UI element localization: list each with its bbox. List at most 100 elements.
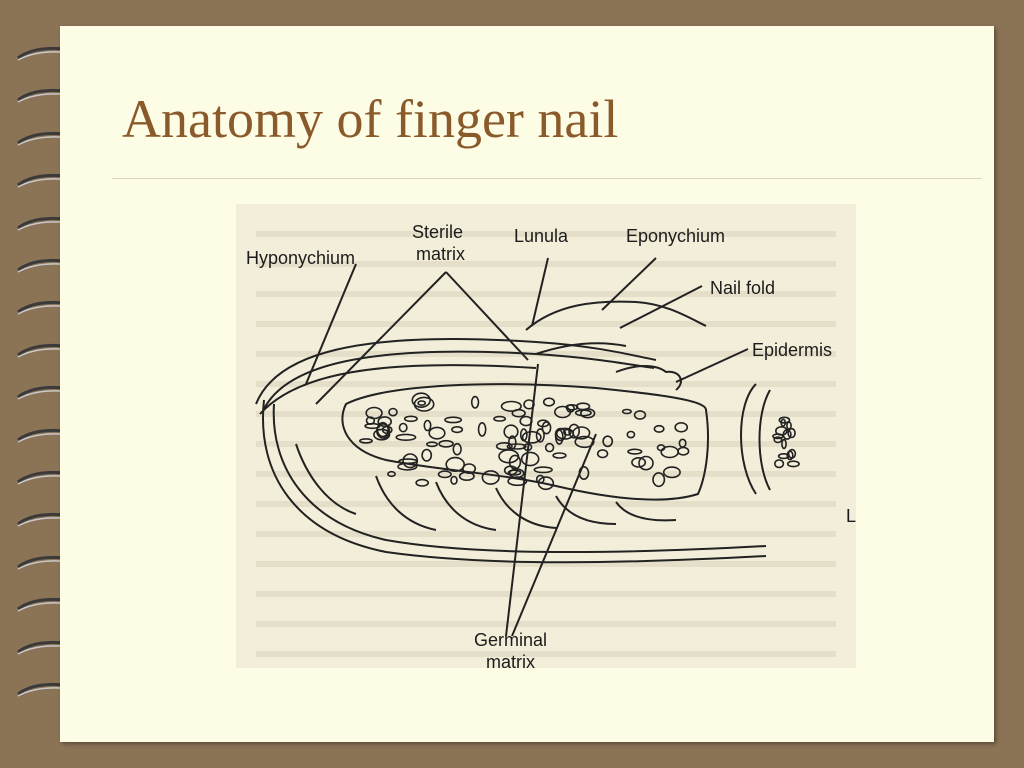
marrow-space [542,397,556,407]
marrow-space [574,409,592,417]
marrow-space [437,470,452,479]
marrow-space [450,475,458,485]
marrow-space [462,463,477,474]
marrow-space [377,416,392,428]
marrow-space [495,442,513,451]
marrow-space [373,428,391,441]
marrow-space [359,438,374,444]
marrow-space [574,435,595,449]
marrow-space [428,426,446,440]
nail-fold [525,300,707,331]
marrow-space [444,416,463,424]
marrow-space [626,430,636,439]
nail-plate-bottom [263,350,655,410]
marrow-space [415,478,430,487]
marrow-space [568,423,580,439]
marrow-space [674,422,689,433]
marrow-space [562,428,572,436]
marrow-space [523,443,533,452]
marrow-space [387,470,396,478]
marrow-space [773,436,783,444]
marrow-space [627,448,643,455]
marrow-space [572,426,591,440]
marrow-space [398,458,418,465]
marrow-space [578,465,590,480]
marrow-space [775,425,788,436]
epidermis-fold [615,365,682,391]
marrow-space [535,428,545,443]
marrow-space [477,421,487,437]
marrow-space [411,392,431,408]
marrow-space [507,476,528,487]
marrow-space [481,470,500,485]
marrow-space [533,466,553,474]
marrow-space [376,421,390,438]
marrow-space [423,419,432,432]
marrow-space [662,466,681,479]
slide-title: Anatomy of finger nail [122,89,619,149]
marrow-space [787,427,796,439]
label-epidermis: Epidermis [752,340,833,360]
marrow-spaces [359,392,800,491]
marrow-space [552,452,567,459]
marrow-space [493,415,507,422]
leader-nail-fold [619,285,703,329]
nail-plate-top [255,337,657,405]
leader-sterile-1 [315,271,447,405]
marrow-space [786,450,794,461]
marrow-space [554,405,572,419]
marrow-space [535,474,545,484]
label-sterile-matrix-1: Sterile [412,222,464,242]
leader-lunula [531,257,549,327]
marrow-space [451,426,464,434]
label-lunula: Lunula [514,226,569,246]
marrow-space [445,456,465,472]
marrow-space [388,407,398,417]
label-hyponychium: Hyponychium [246,248,356,268]
marrow-space [402,453,419,469]
label-sterile-matrix-2: matrix [416,244,465,264]
marrow-space [653,424,665,433]
leader-eponychium [601,257,657,311]
marrow-space [395,433,417,442]
dermis-outline [272,403,767,554]
marrow-space [596,449,609,459]
marrow-space [777,453,790,460]
marrow-space [417,400,427,406]
marrow-space [621,408,632,415]
leader-hyponychium [305,263,357,385]
marrow-space [398,422,408,433]
marrow-space [470,395,480,409]
label-eponychium: Eponychium [626,226,726,246]
marrow-space [638,455,654,471]
marrow-space [403,415,418,423]
label-nail-fold: Nail fold [710,278,776,298]
marrow-space [631,456,647,468]
marrow-space [786,421,792,430]
label-germinal-matrix-2: matrix [486,652,535,668]
marrow-space [580,408,596,419]
skin-outline [262,399,767,564]
marrow-space [498,449,520,464]
marrow-space [452,442,462,456]
marrow-space [781,438,787,450]
marrow-space [541,421,552,435]
marrow-space [521,430,542,444]
marrow-space [421,448,433,462]
marrow-space [633,410,647,420]
nail-anatomy-diagram [255,231,836,657]
slide-page: Anatomy of finger nail [60,26,994,742]
marrow-space [773,459,785,469]
marrow-space [511,408,526,418]
marrow-space [500,400,522,412]
nail-anatomy-figure: Hyponychium Sterile matrix Lunula Eponyc… [236,204,856,668]
marrow-space [677,446,690,456]
title-divider [112,178,982,179]
marrow-space [507,469,522,476]
marrow-space [503,424,519,439]
marrow-space [660,445,680,459]
marrow-space [780,418,787,427]
leader-sterile-2 [445,271,529,361]
marrow-space [652,472,666,488]
label-edge-fragment: L [846,506,856,526]
